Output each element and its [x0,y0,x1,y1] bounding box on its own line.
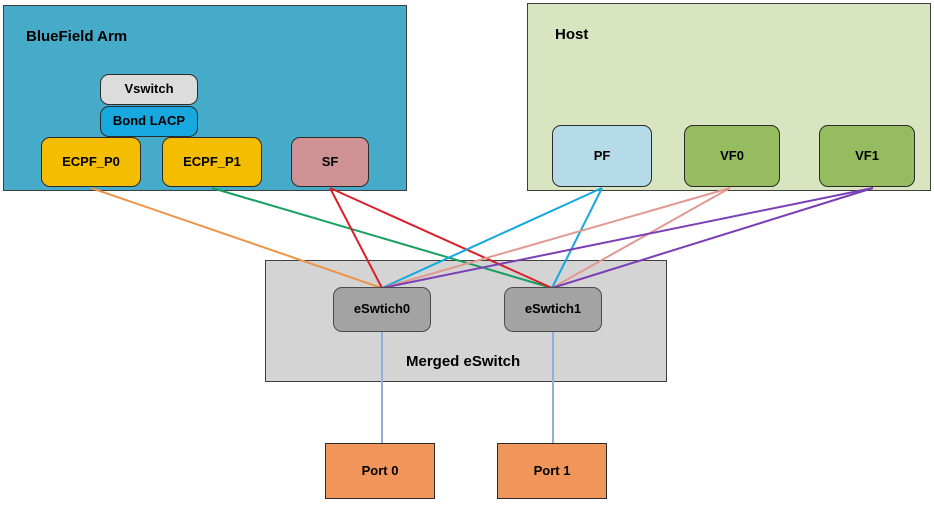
node-label-vswitch: Vswitch [124,81,174,97]
node-label-sf: SF [321,153,339,169]
node-label-ecpf-p1: ECPF_P1 [183,153,241,169]
node-ecpf-p1[interactable]: ECPF_P1 [162,137,262,187]
panel-label-bluefield-arm: BlueField Arm [26,28,128,45]
node-eswitch1[interactable]: eSwtich1 [504,287,602,332]
node-port1[interactable]: Port 1 [497,443,607,499]
node-label-ecpf-p0: ECPF_P0 [62,153,120,169]
node-label-bond-lacp: Bond LACP [112,113,186,129]
node-vf1[interactable]: VF1 [819,125,915,187]
node-label-port1: Port 1 [533,462,571,478]
node-ecpf-p0[interactable]: ECPF_P0 [41,137,141,187]
panel-merged-eswitch: Merged eSwitch [265,260,667,382]
node-label-eswitch1: eSwtich1 [524,301,582,317]
node-port0[interactable]: Port 0 [325,443,435,499]
node-vf0[interactable]: VF0 [684,125,780,187]
node-label-vf0: VF0 [720,147,744,163]
node-bond-lacp[interactable]: Bond LACP [100,106,198,137]
panel-label-host: Host [555,26,589,43]
node-pf[interactable]: PF [552,125,652,187]
panel-label-merged-eswitch: Merged eSwitch [406,353,521,370]
node-label-pf: PF [593,147,611,163]
node-label-eswitch0: eSwtich0 [353,301,411,317]
node-label-vf1: VF1 [855,147,879,163]
node-vswitch[interactable]: Vswitch [100,74,198,105]
node-sf[interactable]: SF [291,137,369,187]
node-label-port0: Port 0 [361,462,399,478]
node-eswitch0[interactable]: eSwtich0 [333,287,431,332]
